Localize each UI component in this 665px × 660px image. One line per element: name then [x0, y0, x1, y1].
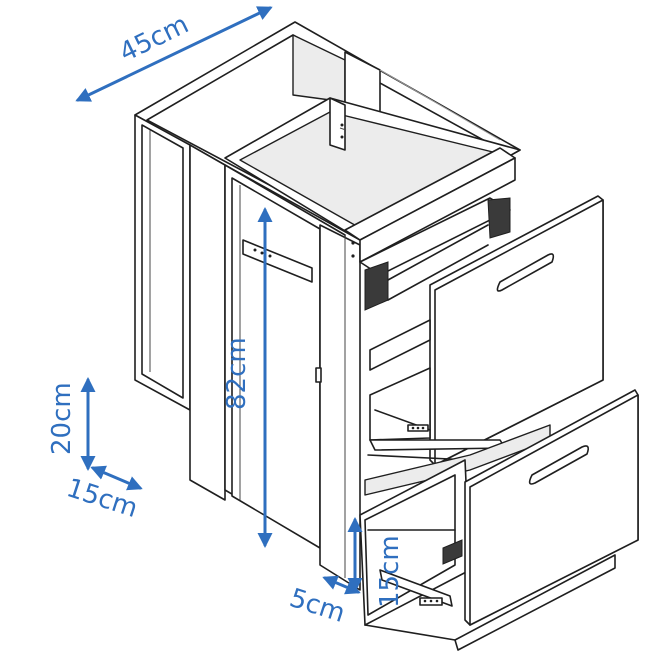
bottom-drawer-front — [454, 389, 639, 651]
middle-rail — [367, 319, 506, 461]
width-label: 45cm — [115, 9, 194, 68]
plinth-height-label: 15cm — [375, 535, 405, 608]
bottom-drawer-box — [359, 424, 551, 641]
height-label: 82cm — [222, 337, 252, 410]
width-dimension-line — [75, 6, 273, 102]
depth2-label: 15cm — [63, 473, 141, 524]
depth2-dimension-line — [90, 465, 143, 491]
top-drawer-front — [429, 195, 604, 466]
top-drawer-box — [224, 97, 521, 311]
plinth-label: 5cm — [286, 583, 349, 629]
dimension-lines — [75, 6, 363, 595]
depth-label: 20cm — [47, 382, 77, 455]
